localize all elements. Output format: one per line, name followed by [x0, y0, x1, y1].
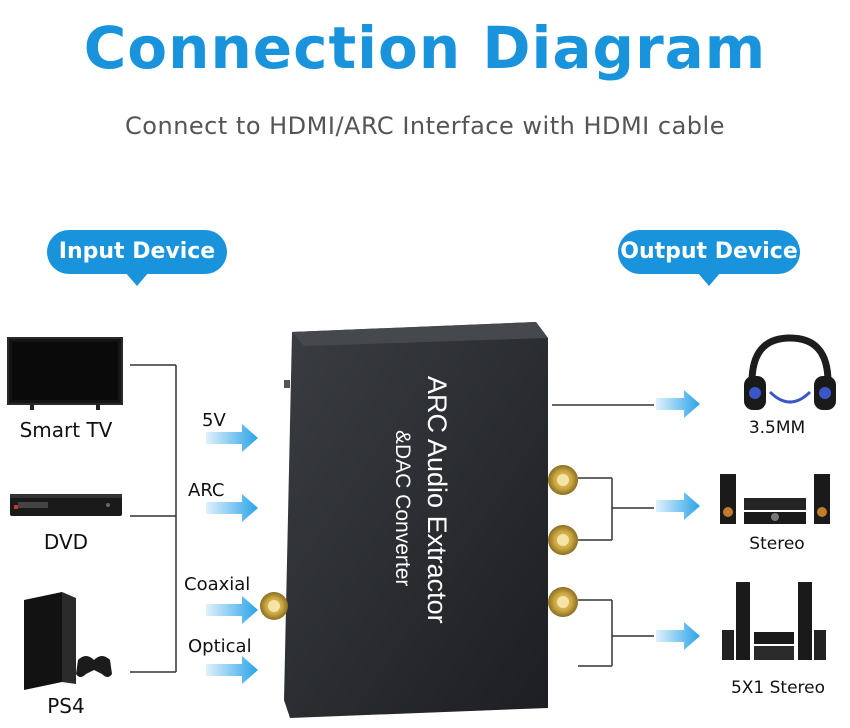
smart-tv-icon	[7, 337, 123, 410]
input-label-ps4: PS4	[47, 694, 85, 718]
output-label-stereo: Stereo	[749, 534, 805, 554]
port-label-5v: 5V	[202, 410, 226, 431]
device-label-line1: ARC Audio Extractor	[422, 376, 452, 624]
diagram-title: Connection Diagram	[83, 14, 767, 82]
rca-jack-middle	[548, 525, 578, 555]
port-label-arc: ARC	[188, 480, 225, 501]
diagram-subtitle: Connect to HDMI/ARC Interface with HDMI …	[125, 112, 725, 140]
port-label-optical: Optical	[188, 636, 252, 657]
rca-jack-top	[548, 465, 578, 495]
dvd-player-icon	[10, 494, 122, 516]
port-label-coaxial: Coaxial	[184, 574, 251, 595]
surround-speakers-icon	[722, 582, 826, 660]
output-label-3-5mm: 3.5MM	[748, 418, 806, 438]
input-arrow-arc	[206, 494, 258, 522]
input-bracket	[130, 364, 177, 673]
coaxial-jack	[260, 592, 288, 620]
output-device-bubble: Output Device	[618, 230, 800, 286]
input-arrow-coaxial	[206, 596, 258, 624]
output-arrow-surround	[656, 622, 700, 650]
input-arrow-5v	[206, 424, 258, 452]
stereo-system-icon	[720, 474, 830, 524]
input-label-dvd: DVD	[43, 530, 89, 554]
device-label-line2: &DAC Converter	[391, 430, 414, 586]
output-lines	[552, 404, 654, 667]
input-device-bubble: Input Device	[47, 230, 227, 286]
output-arrow-headphones	[656, 390, 700, 418]
ps4-console-icon	[24, 592, 112, 690]
input-label-smart-tv: Smart TV	[19, 418, 113, 442]
input-arrow-optical	[206, 656, 258, 684]
audio-extractor-device: ARC Audio Extractor &DAC Converter	[260, 322, 578, 718]
rca-jack-bottom	[548, 587, 578, 617]
output-label-5x1-stereo: 5X1 Stereo	[730, 678, 826, 698]
headphones-icon	[744, 334, 836, 410]
output-arrow-stereo	[656, 492, 700, 520]
